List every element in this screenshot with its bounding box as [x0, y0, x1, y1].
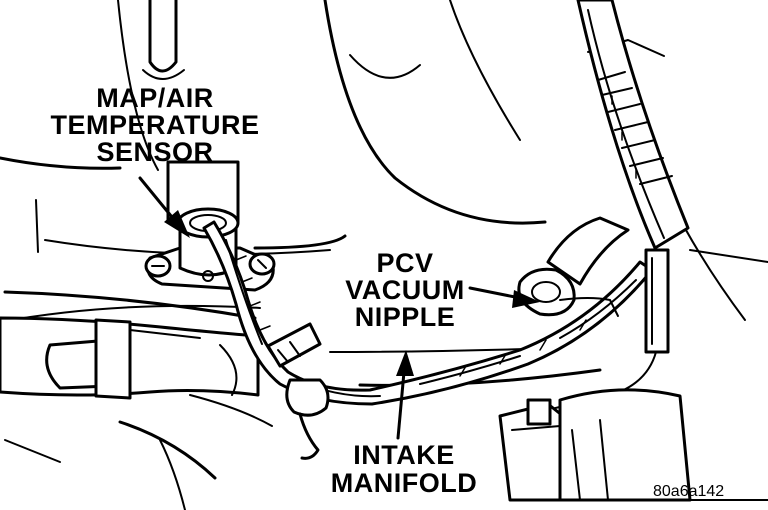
label-pcv-nipple-line-2: VACUUM: [345, 275, 465, 305]
label-map-sensor-line-3: SENSOR: [96, 137, 213, 167]
leader-arrows: [138, 176, 540, 440]
connector: [498, 388, 692, 502]
label-map-sensor: MAP/AIR TEMPERATURE SENSOR: [50, 83, 259, 167]
wiring-harness: [202, 220, 670, 460]
label-intake-manifold-line-2: MANIFOLD: [331, 468, 477, 498]
label-pcv-nipple: PCV VACUUM NIPPLE: [345, 248, 465, 332]
hose: [576, 0, 690, 250]
left-hose: [0, 316, 260, 400]
label-pcv-nipple-line-1: PCV: [376, 248, 433, 278]
label-map-sensor-line-1: MAP/AIR: [96, 83, 214, 113]
label-intake-manifold: INTAKE MANIFOLD: [331, 440, 477, 498]
figure-id: 80a6a142: [653, 483, 724, 500]
label-pcv-nipple-line-3: NIPPLE: [355, 302, 456, 332]
label-map-sensor-line-2: TEMPERATURE: [50, 110, 259, 140]
label-intake-manifold-line-1: INTAKE: [353, 440, 455, 470]
